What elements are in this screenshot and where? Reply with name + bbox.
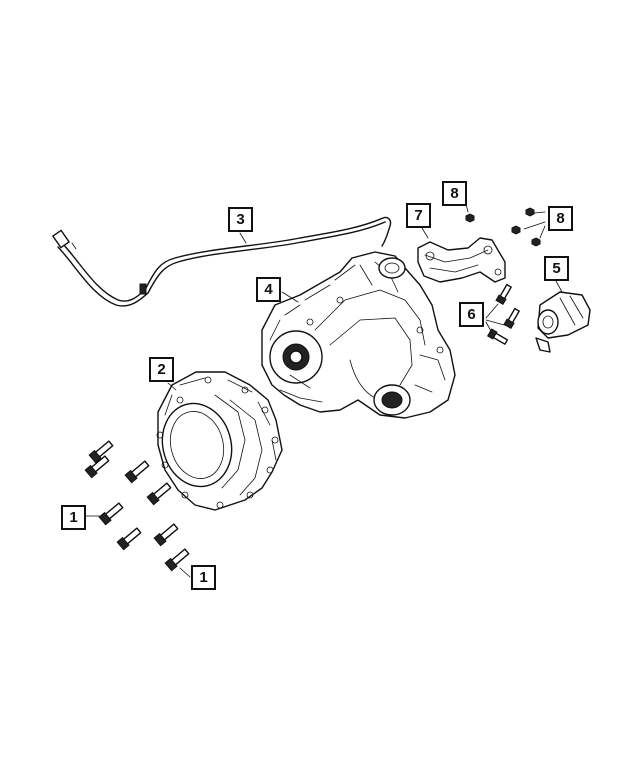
transfer-case-icon	[261, 251, 456, 419]
bolt-icon	[486, 283, 520, 345]
bracket-icon	[417, 237, 506, 283]
callout-2: 2	[149, 357, 174, 382]
callout-1: 1	[191, 565, 216, 590]
adapter-housing-icon	[156, 371, 283, 511]
callout-1: 1	[61, 505, 86, 530]
nut-icon	[465, 207, 541, 247]
shift-motor-icon	[535, 291, 591, 353]
callout-4: 4	[256, 277, 281, 302]
callout-8: 8	[548, 206, 573, 231]
vent-tube-icon	[52, 216, 392, 307]
callout-8: 8	[442, 181, 467, 206]
callout-5: 5	[544, 256, 569, 281]
callout-3: 3	[228, 207, 253, 232]
callout-6: 6	[459, 302, 484, 327]
callout-7: 7	[406, 203, 431, 228]
leader-lines	[83, 203, 563, 578]
bolt-icon	[84, 440, 190, 572]
